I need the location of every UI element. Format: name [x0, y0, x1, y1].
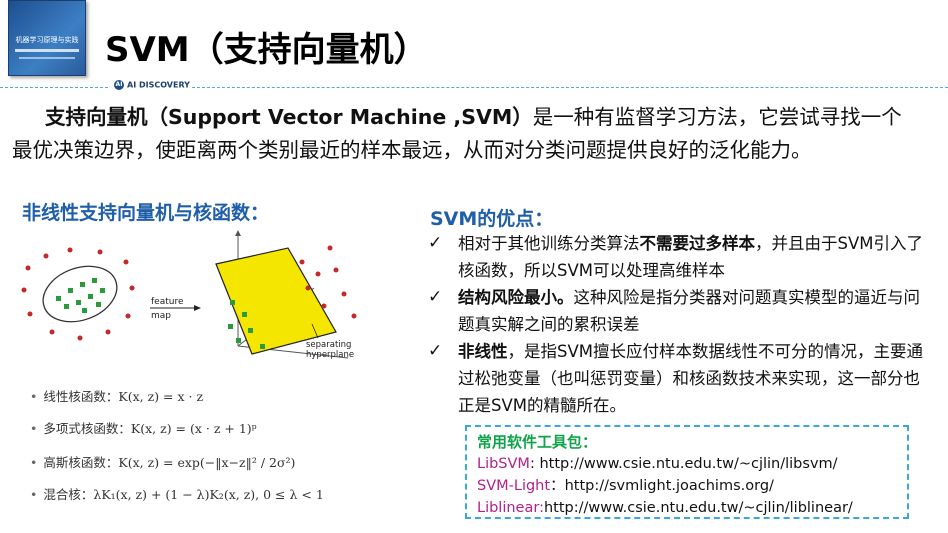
class-boundary-ellipse — [42, 265, 118, 323]
intro-paragraph: 支持向量机（Support Vector Machine ,SVM）是一种有监督… — [12, 101, 902, 167]
plane-label-leader — [311, 323, 319, 339]
check-icon: ✓ — [428, 287, 443, 307]
intro-bold-lead: 支持向量机（Support Vector Machine ,SVM） — [45, 105, 533, 129]
separating-hyperplane — [215, 247, 337, 355]
kernel-linear: •线性核函数：K(x, z) = x · z — [30, 389, 204, 404]
bullet-icon: • — [30, 487, 38, 502]
left-section-heading: 非线性支持向量机与核函数： — [22, 202, 270, 224]
software-item-libsvm: LibSVM: http://www.csie.ntu.edu.tw/~cjli… — [477, 456, 838, 472]
book-cover-image: 机器学习原理与实践 — [8, 0, 86, 76]
bullet-icon: • — [30, 455, 38, 470]
kernel-gaussian: •高斯核函数：K(x, z) = exp(−‖x−z‖² / 2σ²) — [30, 455, 296, 470]
badge-label: AI DISCOVERY — [127, 80, 190, 90]
software-toolkit-box: 常用软件工具包： LibSVM: http://www.csie.ntu.edu… — [465, 425, 909, 519]
plane-label-line1: separating — [306, 340, 351, 350]
advantage-item: ✓相对于其他训练分类算法不需要过多样本，并且由于SVM引入了核函数，所以SVM可… — [428, 230, 928, 284]
z-axis-arrow-icon — [235, 230, 241, 236]
book-cover-stripe-2 — [19, 57, 75, 59]
libsvm-link[interactable]: http://www.csie.ntu.edu.tw/~cjlin/libsvm… — [539, 456, 838, 472]
kernel-mixed: •混合核：λK₁(x, z) + (1 − λ)K₂(x, z), 0 ≤ λ … — [30, 487, 324, 502]
feature-label: feature — [151, 297, 184, 307]
header-divider-left — [0, 87, 108, 88]
header-divider-right — [192, 87, 948, 88]
check-icon: ✓ — [428, 233, 443, 253]
svm-feature-map-diagram: feature map separating hyperplane — [21, 230, 357, 360]
arrow-head-icon — [194, 305, 201, 311]
advantage-item: ✓结构风险最小。这种风险是指分类器对问题真实模型的逼近与问题真实解之间的累积误差 — [428, 284, 928, 338]
bullet-icon: • — [30, 389, 38, 404]
inner-green-points — [56, 278, 105, 313]
advantage-item: ✓非线性，是指SVM擅长应付样本数据线性不可分的情况，主要通过松弛变量（也叫惩罚… — [428, 338, 928, 419]
intro-text: 是一种有监督学习方法，它尝试寻找一个最优决策边界，使距离两个类别最近的样本最远，… — [12, 105, 902, 162]
map-label: map — [151, 311, 171, 321]
check-icon: ✓ — [428, 341, 443, 361]
liblinear-link[interactable]: http://www.csie.ntu.edu.tw/~cjlin/liblin… — [543, 500, 853, 516]
svmlight-link[interactable]: http://svmlight.joachims.org/ — [564, 478, 774, 494]
mapped-green-points — [228, 300, 265, 349]
plane-label-line2: hyperplane — [306, 350, 354, 360]
bullet-icon: • — [30, 421, 38, 436]
page-title: SVM（支持向量机） — [105, 30, 428, 70]
outer-red-points — [21, 247, 135, 341]
mapped-red-points — [299, 245, 357, 319]
software-heading: 常用软件工具包： — [477, 433, 598, 451]
ai-logo-icon: AI — [114, 80, 124, 90]
book-cover-stripe — [15, 49, 79, 52]
software-item-svmlight: SVM-Light：http://svmlight.joachims.org/ — [477, 478, 774, 494]
kernel-polynomial: •多项式核函数：K(x, z) = (x · z + 1)ᵖ — [30, 421, 257, 436]
advantages-list: ✓相对于其他训练分类算法不需要过多样本，并且由于SVM引入了核函数，所以SVM可… — [428, 230, 928, 419]
right-section-heading: SVM的优点： — [430, 208, 554, 230]
software-item-liblinear: Liblinear:http://www.csie.ntu.edu.tw/~cj… — [477, 500, 853, 516]
book-cover-title: 机器学习原理与实践 — [15, 36, 79, 44]
